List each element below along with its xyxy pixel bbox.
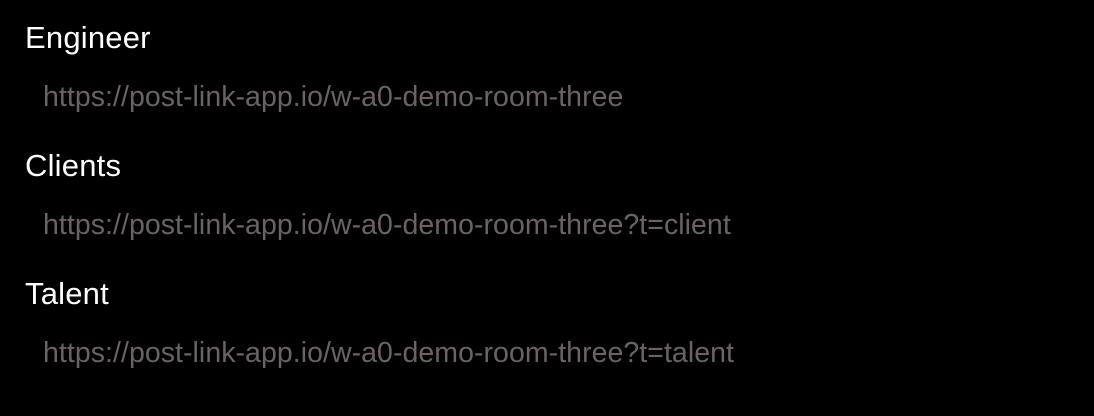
- talent-link-url[interactable]: https://post-link-app.io/w-a0-demo-room-…: [43, 337, 734, 369]
- section-label: Engineer: [25, 20, 151, 55]
- section-label: Clients: [25, 148, 122, 183]
- engineer-link-url[interactable]: https://post-link-app.io/w-a0-demo-room-…: [43, 81, 624, 113]
- section-label: Talent: [25, 276, 109, 311]
- clients-link-url[interactable]: https://post-link-app.io/w-a0-demo-room-…: [43, 209, 731, 241]
